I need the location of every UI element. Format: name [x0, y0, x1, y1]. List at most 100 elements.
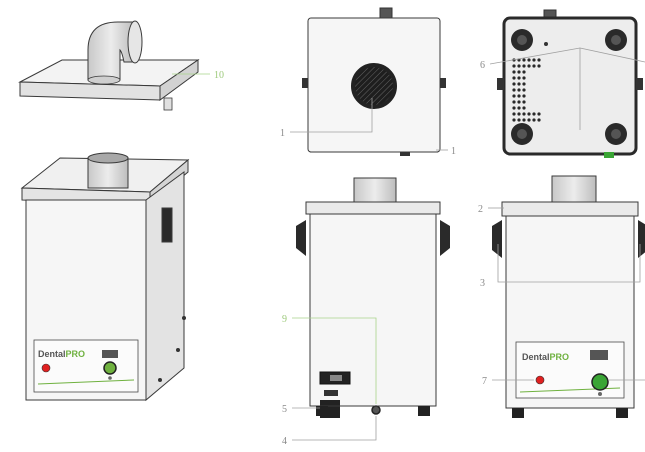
unit-iso-view: DentalPRO: [20, 152, 190, 402]
vent-hole: [522, 58, 526, 62]
screw: [108, 376, 112, 380]
panel-badge: [102, 350, 118, 358]
leader-bottom-feet: [579, 47, 645, 130]
callout-handles: 3: [480, 278, 485, 289]
vent-hole: [522, 76, 526, 80]
vent-hole: [512, 112, 516, 116]
vent-hole: [512, 76, 516, 80]
vent-hole: [512, 70, 516, 74]
callout-top-edge: 2: [478, 204, 483, 215]
rear-handle-right: [440, 220, 450, 256]
leader-rear-port: [292, 317, 377, 404]
leader-front-filter: [290, 98, 373, 133]
vent-hole: [512, 64, 516, 68]
vent-hole: [522, 88, 526, 92]
front-pipe: [551, 175, 597, 205]
vent-hole: [532, 64, 536, 68]
vent-hole: [517, 94, 521, 98]
vent-hole: [512, 88, 516, 92]
vent-hole: [512, 82, 516, 86]
vent-hole: [522, 106, 526, 110]
rear-pipe: [353, 177, 397, 205]
power-button[interactable]: [103, 361, 117, 375]
front-foot-left: [512, 408, 524, 418]
lid-side-edge: [159, 59, 199, 101]
vent-hole: [517, 112, 521, 116]
side-latch-right: [440, 78, 446, 88]
fuse-holder: [324, 390, 338, 396]
callout-front-filter: 1: [280, 128, 285, 139]
power-led: [41, 363, 51, 373]
power-button[interactable]: [591, 373, 609, 391]
vent-hole: [517, 76, 521, 80]
vent-hole: [527, 118, 531, 122]
brand-logo: DentalPRO: [522, 352, 569, 362]
vent-hole: [517, 118, 521, 122]
vent-hole: [537, 112, 541, 116]
rear-foot-right: [418, 406, 430, 416]
bottom-latch-left: [497, 78, 504, 90]
power-led: [535, 375, 545, 385]
vent-hole: [517, 106, 521, 110]
vent-hole: [532, 58, 536, 62]
front-handle-left: [492, 220, 502, 258]
vent-hole: [522, 82, 526, 86]
vent-hole: [522, 100, 526, 104]
vent-hole: [527, 112, 531, 116]
top-pipe: [87, 157, 129, 189]
vent-hole: [522, 94, 526, 98]
unit-side: [145, 171, 185, 402]
vent-hole: [522, 118, 526, 122]
vent-holes: [512, 58, 541, 122]
front-panel-view: DentalPRO: [492, 175, 645, 418]
callout-labels: 10 1 1 6 2 3 9 5 4 7: [214, 60, 487, 447]
rubber-foot-inner: [611, 129, 621, 139]
callout-lid: 10: [214, 70, 224, 81]
vent-hole: [537, 58, 541, 62]
vent-hole: [517, 82, 521, 86]
rear-foot-left: [316, 406, 328, 416]
elbow-pipe-opening: [127, 20, 143, 64]
callout-rear-port: 9: [282, 314, 287, 325]
vent-hole: [517, 100, 521, 104]
vent-hole: [532, 112, 536, 116]
auxiliary-port[interactable]: [371, 405, 381, 415]
callout-rear-base: 4: [282, 436, 287, 447]
center-screw: [544, 42, 548, 46]
front-top-rim: [501, 201, 639, 217]
rubber-foot-inner: [517, 129, 527, 139]
elbow-pipe-base: [87, 75, 121, 85]
vent-hole: [537, 64, 541, 68]
leader-bottom-holes: [489, 47, 581, 65]
vent-hole: [532, 118, 536, 122]
panel-badge: [590, 350, 608, 360]
rear-view: [296, 177, 450, 418]
vent-hole: [522, 112, 526, 116]
power-switch-rocker: [330, 375, 342, 381]
vent-hole: [517, 64, 521, 68]
vent-hole: [517, 70, 521, 74]
side-latch-left: [302, 78, 308, 88]
callout-front-side: 1: [451, 146, 456, 157]
callout-front-led: 7: [482, 376, 487, 387]
green-plug: [604, 152, 614, 158]
side-screw: [182, 316, 186, 320]
rubber-foot-inner: [517, 35, 527, 45]
vent-hole: [512, 106, 516, 110]
vent-hole: [537, 118, 541, 122]
leader-rear-base: [292, 416, 377, 441]
rear-handle-left: [296, 220, 306, 256]
bottom-latch-right: [636, 78, 643, 90]
side-screw: [176, 348, 180, 352]
vent-hole: [512, 94, 516, 98]
callout-rear-power: 5: [282, 404, 287, 415]
vent-hole: [527, 58, 531, 62]
vent-hole: [512, 100, 516, 104]
filter-mesh: [355, 67, 393, 105]
vent-hole: [522, 70, 526, 74]
vent-hole: [512, 118, 516, 122]
leader-lines: [172, 47, 645, 441]
front-foot: [400, 152, 410, 156]
brand-logo: DentalPRO: [38, 349, 85, 359]
